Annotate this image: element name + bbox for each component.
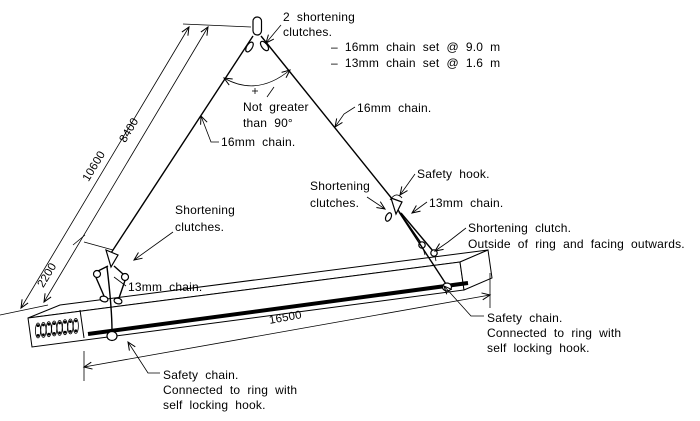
leader-safety-hook <box>399 173 416 197</box>
label-shortening-left-1: Shortening <box>175 203 235 217</box>
angle-arc-line <box>222 69 291 87</box>
label-chain-set-13mm: – 13mm chain set @ 1.6 m <box>331 56 500 70</box>
labels: 2 shortening clutches. – 16mm chain set … <box>128 10 685 412</box>
leader-16mm-left <box>200 114 219 143</box>
dim-text-2200: 2200 <box>35 261 59 290</box>
label-safety-chain-right-1: Safety chain. <box>487 311 562 325</box>
leader-safety-chain-right <box>443 285 484 317</box>
right-clutch-link <box>384 212 393 222</box>
right-shortening-clutch-icon <box>259 40 270 52</box>
leader-13mm-left <box>113 276 127 287</box>
label-safety-chain-bottom-3: self locking hook. <box>163 398 266 412</box>
left-lifting-ring-icon <box>105 248 119 269</box>
right-lifting-ring-icon <box>390 197 403 216</box>
apex-hardware <box>245 16 270 53</box>
label-safety-chain-bottom-2: Connected to ring with <box>163 383 297 397</box>
right-13mm-chain-b <box>400 212 434 252</box>
left-clutch-link-a <box>92 269 102 279</box>
leader-shortening-left <box>132 231 174 261</box>
dim-line-16500 <box>82 292 492 370</box>
label-shortening-clutch-note-1: Shortening clutch. <box>468 221 571 235</box>
label-apex-clutches-1: 2 shortening <box>283 10 355 24</box>
beam-right-end-face <box>459 249 493 291</box>
dim-line-8400-2200 <box>43 25 209 304</box>
dim-text-16500: 16500 <box>268 309 303 327</box>
master-link-icon <box>252 16 263 36</box>
label-shortening-right-1: Shortening <box>310 179 370 193</box>
ext-line-apex <box>182 23 252 28</box>
left-13mm-chain-a <box>95 277 105 297</box>
label-shortening-left-2: clutches. <box>175 220 224 234</box>
leader-13mm-right <box>410 201 428 214</box>
leader-apex-clutches <box>265 24 282 44</box>
angle-arc <box>222 69 291 94</box>
label-shortening-right-2: clutches. <box>310 196 359 210</box>
leader-angle-note <box>266 86 275 98</box>
right-lifting-point <box>384 194 453 292</box>
label-16mm-chain-left: 16mm chain. <box>221 135 295 149</box>
label-safety-chain-bottom-1: Safety chain. <box>163 368 238 382</box>
beam <box>27 249 493 348</box>
dim-tick-8400-2200 <box>72 234 86 246</box>
right-16mm-chain-line <box>260 35 394 201</box>
leader-lines <box>113 24 484 374</box>
label-13mm-chain-right: 13mm chain. <box>429 196 503 210</box>
label-angle-1: Not greater <box>243 100 309 114</box>
ext-line-lifting-point <box>83 241 114 251</box>
label-13mm-chain-left: 13mm chain. <box>128 280 202 294</box>
leader-safety-chain-bottom <box>127 340 160 374</box>
left-shortening-clutch-icon <box>245 41 254 53</box>
label-safety-chain-right-3: self locking hook. <box>487 341 590 355</box>
leader-shortening-right <box>366 196 387 210</box>
right-beam-hook-b <box>430 249 438 257</box>
label-safety-hook: Safety hook. <box>417 167 490 181</box>
label-safety-chain-right-2: Connected to ring with <box>487 326 621 340</box>
label-shortening-clutch-note-2: Outside of ring and facing outwards. <box>468 237 685 251</box>
label-chain-set-16mm: – 16mm chain set @ 9.0 m <box>331 40 500 54</box>
label-angle-2: than 90° <box>243 116 293 130</box>
leader-shortening-clutch-note <box>433 227 467 252</box>
left-safety-hook-icon <box>106 330 118 342</box>
label-apex-clutches-2: clutches. <box>283 25 332 39</box>
dim-text-10600: 10600 <box>81 149 108 183</box>
leader-16mm-right <box>334 106 356 129</box>
right-safety-chain-line <box>398 211 447 285</box>
dim-text-8400: 8400 <box>117 116 141 145</box>
label-16mm-chain-right: 16mm chain. <box>357 101 431 115</box>
beam-hollow-cores <box>35 317 79 339</box>
